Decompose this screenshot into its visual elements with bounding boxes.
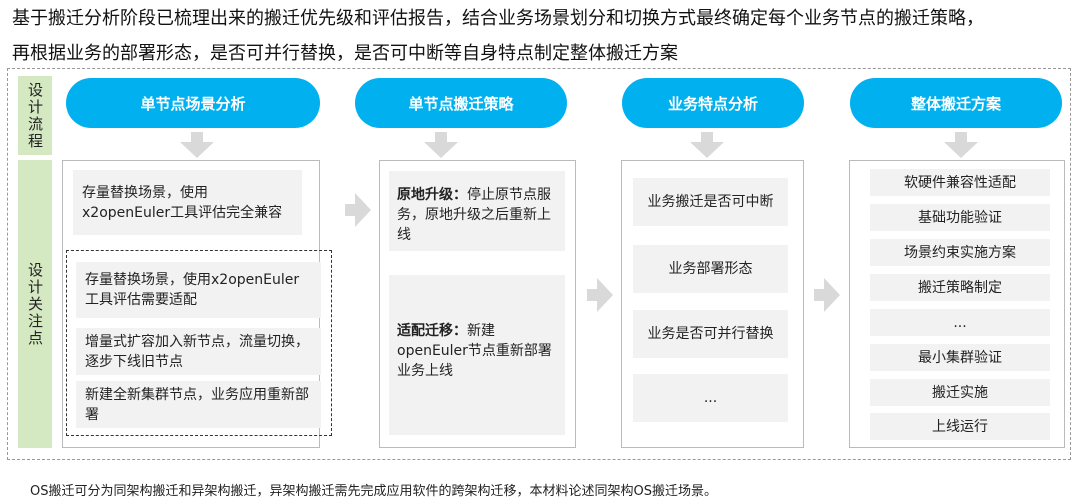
stage-business-analysis: 业务特点分析: [622, 78, 804, 128]
strategy-desc: 停止原节点服务，原地升级之后重新上线: [397, 187, 551, 243]
label-design-flow: 设计流程: [18, 76, 52, 155]
scene-item: 存量替换场景，使用x2openEuler工具评估需要适配: [76, 262, 321, 318]
arrow-down-icon: [944, 132, 978, 158]
plan-item: 搬迁实施: [870, 379, 1050, 406]
plan-item: ...: [870, 309, 1050, 336]
scene-item: 新建全新集群节点，业务应用重新部署: [76, 381, 321, 428]
strategy-in-place: 原地升级：停止原节点服务，原地升级之后重新上线: [389, 171, 565, 251]
strategy-desc: 新建openEuler节点重新部署业务上线: [397, 323, 552, 379]
business-item: ...: [633, 374, 788, 422]
arrow-down-icon: [690, 132, 724, 158]
arrow-right-icon: [814, 278, 840, 312]
intro-line-1: 基于搬迁分析阶段已梳理出来的搬迁优先级和评估报告，结合业务场景划分和切换方式最终…: [12, 8, 984, 29]
arrow-right-icon: [345, 193, 371, 227]
business-item: 业务部署形态: [633, 245, 788, 293]
diagram-frame: [7, 68, 1071, 460]
strategy-name: 适配迁移：: [397, 323, 467, 339]
footer-note: OS搬迁可分为同架构搬迁和异架构搬迁，异架构搬迁需先完成应用软件的跨架构迁移，本…: [30, 484, 717, 499]
business-item: 业务搬迁是否可中断: [633, 178, 788, 226]
label-design-focus: 设计关注点: [18, 160, 52, 448]
arrow-right-icon: [587, 278, 613, 312]
plan-item: 最小集群验证: [870, 344, 1050, 371]
stage-overall-plan: 整体搬迁方案: [850, 78, 1062, 128]
scene-item: 存量替换场景，使用x2openEuler工具评估完全兼容: [73, 170, 302, 235]
stage-single-node-strategy: 单节点搬迁策略: [355, 78, 567, 128]
arrow-down-icon: [180, 132, 214, 158]
strategy-adapt: 适配迁移：新建openEuler节点重新部署业务上线: [389, 275, 565, 435]
plan-item: 软硬件兼容性适配: [870, 169, 1050, 196]
plan-item: 上线运行: [870, 413, 1050, 440]
arrow-down-icon: [424, 132, 458, 158]
plan-item: 基础功能验证: [870, 204, 1050, 231]
plan-item: 搬迁策略制定: [870, 274, 1050, 301]
strategy-name: 原地升级：: [397, 187, 467, 203]
scene-item: 增量式扩容加入新节点，流量切换，逐步下线旧节点: [76, 328, 321, 375]
scene-group: [66, 250, 332, 436]
plan-item: 场景约束实施方案: [870, 239, 1050, 266]
stage-single-node-scene: 单节点场景分析: [66, 78, 320, 128]
intro-line-2: 再根据业务的部署形态，是否可并行替换，是否可中断等自身特点制定整体搬迁方案: [12, 43, 678, 64]
business-item: 业务是否可并行替换: [633, 310, 788, 358]
